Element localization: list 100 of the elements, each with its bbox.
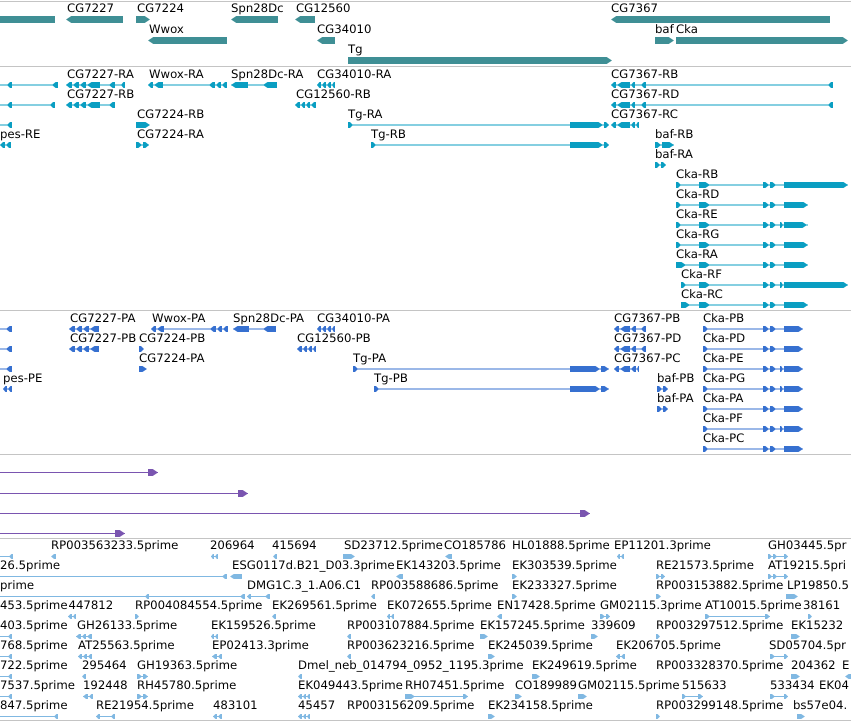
transcript-label: Cka-RB [676,168,718,181]
est-label: EK159526.5prime [211,619,316,632]
est-label: EK143203.5prime [396,559,501,572]
transcript-label: CG7227-RB [67,88,134,101]
est-label: EK049443.5prime [298,679,403,692]
protein-label: baf-PB [657,372,694,385]
gene-label: Tg [348,43,363,56]
est-label: EN17428.5prime [497,599,596,612]
est-label: GM02115.3prime [600,599,702,612]
est-label: bs57e04. [793,699,848,712]
est-label: 403.5prime [0,619,68,632]
protein-label: CG7367-PB [614,312,680,325]
est-label: 483101 [213,699,258,712]
est-label: 847.5prime [0,699,68,712]
est-label: RP003588686.5prime [371,579,498,592]
protein-label: baf-PA [657,392,694,405]
est-label: 26.5prime [0,559,60,572]
est-label: RP003563233.5prime [51,539,178,552]
est-label: EK269561.5prime [272,599,377,612]
protein-label: Cka-PE [703,352,744,365]
est-label: RP004084554.5prime [135,599,262,612]
transcript-label: Tg-RA [348,108,382,121]
protein-label: Cka-PA [703,392,744,405]
est-label: RP003156209.5prime [347,699,474,712]
protein-label: Cka-PC [703,432,744,445]
est-label: RP003153882.5prime [656,579,784,592]
est-label: EK234158.5prime [488,699,593,712]
est-label: RE21573.5prime [656,559,754,572]
est-label: 38161 [803,599,840,612]
est-label: RP003107884.5prime [347,619,474,632]
transcript-label: baf-RA [655,148,693,161]
est-label: RE21954.5prime [96,699,194,712]
est-label: SD05704.5pr [769,639,846,652]
est-label: EK233327.5prime [512,579,617,592]
est-label: RP003328370.5prime [656,659,784,672]
protein-label: Cka-PB [703,312,744,325]
est-label: RH45780.5prime [137,679,236,692]
transcript-label: Tg-RB [371,128,406,141]
protein-label: CG7367-PD [614,332,682,345]
est-label: 453.5prime [0,599,68,612]
est-label: CO185786 [444,539,506,552]
est-label: 533434 [770,679,815,692]
transcript-label: CG7227-RA [67,68,134,81]
est-label: EP11201.3prime [614,539,711,552]
transcript-label: CG7224-RB [137,108,204,121]
est-label: SD23712.5prime [344,539,443,552]
est-label: LP19850.5 [787,579,849,592]
protein-label: CG34010-PA [317,312,390,325]
transcript-label: Cka-RC [681,288,723,301]
gene-label: baf [655,23,674,36]
protein-label: Cka-PD [703,332,746,345]
est-label: 45457 [298,699,336,712]
transcript-label: Cka-RA [676,248,718,261]
est-label: RP003299148.5prime [656,699,784,712]
est-label: 206964 [210,539,255,552]
transcript-label: CG12560-RB [296,88,371,101]
transcript-label: Spn28Dc-RA [231,68,304,81]
protein-label: Wwox-PA [152,312,206,325]
est-label: 295464 [82,659,127,672]
est-label: Dmel_neb_014794_0952_1195.3prime [298,659,524,672]
est-label: EK206705.5prime [616,639,721,652]
est-label: EK15232 [791,619,844,632]
protein-label: Tg-PA [353,352,386,365]
est-label: EP02413.3prime [212,639,309,652]
est-label: EK04 [819,679,849,692]
transcript-label: CG7367-RC [611,108,678,121]
protein-label: Cka-PF [703,412,743,425]
est-label: 339609 [591,619,636,632]
gene-label: CG7227 [67,2,114,15]
transcript-label: Cka-RD [676,188,720,201]
transcript-label: Wwox-RA [149,68,204,81]
gene-label: CG7224 [137,2,184,15]
est-label: 7537.5prime [0,679,75,692]
est-label: prime [0,579,34,592]
est-label: 515633 [682,679,727,692]
est-label: AT19215.5pri [768,559,846,572]
gene-label: Spn28Dc [231,2,284,15]
gene-label: CG12560 [296,2,350,15]
est-label: EK245039.5prime [488,639,593,652]
protein-label: Spn28Dc-PA [233,312,304,325]
est-label: DMG1C.3_1.A06.C1 [247,579,362,592]
est-label: 447812 [68,599,114,612]
transcript-label: CG7367-RD [611,88,680,101]
est-label: 768.5prime [0,639,68,652]
est-label: 415694 [272,539,317,552]
protein-label: CG7227-PA [70,312,136,325]
protein-label: Cka-PG [703,372,746,385]
est-label: EK157245.5prime [480,619,585,632]
est-label: EK249619.5prime [532,659,637,672]
est-label: EK072655.5prime [387,599,492,612]
est-label: GM02115.5prime [578,679,680,692]
est-label: GH26133.5prime [77,619,178,632]
protein-label: CG7227-PB [70,332,136,345]
gene-label: CG7367 [611,2,658,15]
est-label: EK303539.5prime [512,559,617,572]
protein-label: pes-PE [3,372,42,385]
gene-label: Cka [676,23,698,36]
est-label: 722.5prime [0,659,68,672]
est-label: HL01888.5prime [512,539,610,552]
protein-label: Tg-PB [374,372,408,385]
